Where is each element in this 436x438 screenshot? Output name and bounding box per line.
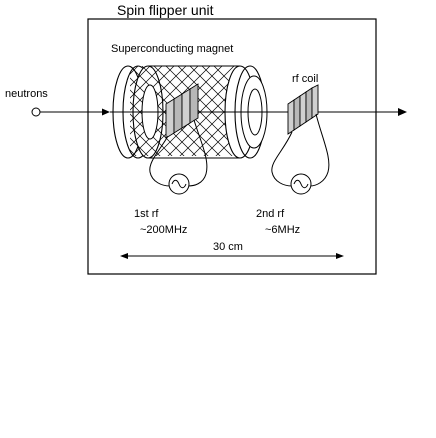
arrow-double-icon xyxy=(120,253,344,259)
length-label: 30 cm xyxy=(213,241,243,253)
ac-source-icon xyxy=(168,173,190,195)
spin-flipper-box xyxy=(87,18,377,275)
second-rf-coil xyxy=(287,84,319,135)
diagram-title: Spin flipper unit xyxy=(117,2,214,18)
neutron-beam xyxy=(31,107,407,117)
first-rf-label: 1st rf xyxy=(134,208,159,220)
second-rf-frequency: ~6MHz xyxy=(265,224,300,236)
second-rf-label: 2nd rf xyxy=(256,208,285,220)
ac-source-icon xyxy=(290,173,312,195)
first-rf-coil xyxy=(165,83,199,139)
first-rf-frequency: ~200MHz xyxy=(140,224,187,236)
magnet-label: Superconducting magnet xyxy=(111,43,233,55)
second-rf-circuit xyxy=(271,113,330,187)
rf-coil-label: rf coil xyxy=(292,73,318,85)
arrow-right-icon xyxy=(398,108,407,116)
first-rf-circuit xyxy=(149,119,208,187)
neutrons-label: neutrons xyxy=(5,88,48,100)
